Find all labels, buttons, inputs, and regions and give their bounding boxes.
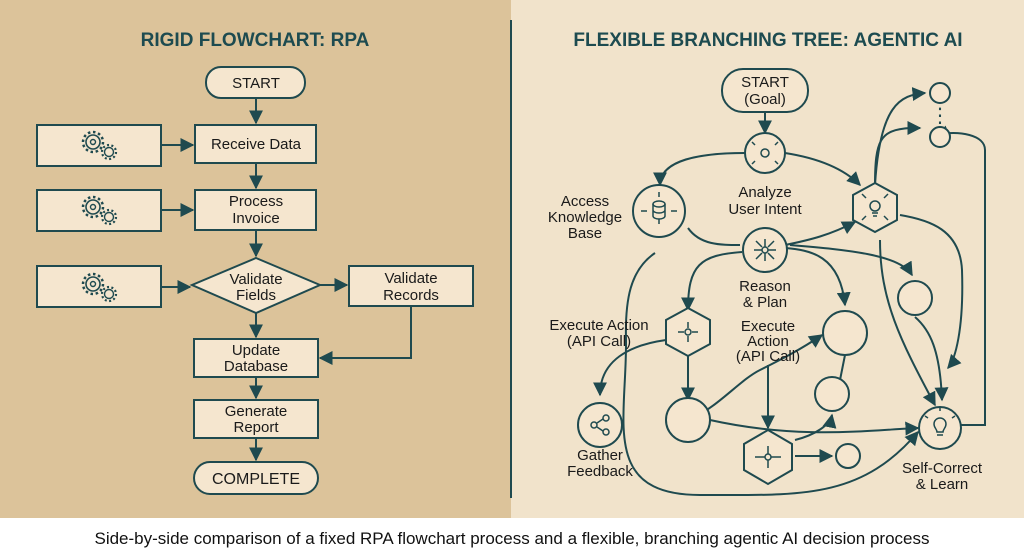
right-mid-node	[897, 280, 933, 316]
rpa-validate-fields-label-1: Validate	[229, 271, 282, 288]
rpa-update-database-label-1: Update	[232, 342, 280, 359]
execute-mid-label-2: Action	[747, 333, 789, 350]
agentic-start-label-1: START	[741, 74, 789, 91]
execute-left-label-1: Execute Action	[549, 317, 648, 334]
rpa-gear-box-2	[36, 189, 162, 232]
rpa-validate-fields-label-2: Fields	[236, 287, 276, 304]
reason-plan-label-1: Reason	[739, 278, 791, 295]
self-correct-label-2: & Learn	[916, 476, 969, 493]
rpa-start-label: START	[232, 75, 280, 92]
agentic-title: FLEXIBLE BRANCHING TREE: AGENTIC AI	[573, 30, 962, 51]
gather-feedback-label-1: Gather	[577, 447, 623, 464]
rpa-generate-report-label-2: Report	[233, 419, 279, 436]
share-icon	[590, 414, 610, 436]
rpa-receive-data-box	[194, 124, 317, 164]
rpa-update-database-label-2: Database	[224, 358, 288, 375]
execute-action-mid-node	[822, 310, 868, 356]
diagram-canvas: RIGID FLOWCHART: RPA START Receive Data	[0, 0, 1024, 518]
lightbulb-network-icon	[861, 193, 889, 221]
network-small-icon	[755, 446, 781, 468]
agentic-start-label-2: (Goal)	[744, 91, 786, 108]
agentic-start-node	[721, 68, 809, 113]
rpa-update-database-box	[193, 338, 319, 378]
execute-action-left-hex	[665, 306, 711, 358]
lightbulb-icon	[924, 408, 956, 436]
figure-caption: Side-by-side comparison of a fixed RPA f…	[94, 529, 930, 548]
branch-node-a	[814, 376, 850, 412]
analyze-intent-node	[744, 132, 786, 174]
rpa-complete-node	[193, 461, 319, 495]
branch-node-b	[835, 443, 861, 469]
feedback-mid-node	[665, 397, 711, 443]
ellipsis-icon: ⋮	[930, 105, 950, 127]
gather-feedback-label-2: Feedback	[567, 463, 633, 480]
execute-left-label-2: (API Call)	[567, 333, 631, 350]
expand-arrows-icon	[678, 322, 698, 342]
gather-feedback-node	[577, 402, 623, 448]
access-kb-label-1: Access	[561, 193, 609, 210]
database-network-icon	[641, 192, 677, 224]
access-kb-label-3: Base	[568, 225, 602, 242]
execute-mid-label-1: Execute	[741, 318, 795, 335]
analyze-label-1: Analyze	[738, 184, 791, 201]
rpa-generate-report-label-1: Generate	[225, 403, 288, 420]
central-hub-hex-node	[852, 181, 898, 234]
top-leaf-node	[929, 82, 951, 104]
access-knowledge-base-node	[632, 184, 686, 238]
network-icon	[754, 239, 776, 261]
self-correct-node	[918, 406, 962, 450]
rpa-process-invoice-box	[194, 189, 317, 231]
rpa-process-invoice-label-2: Invoice	[232, 210, 280, 227]
rpa-process-invoice-label-1: Process	[229, 193, 283, 210]
rpa-validate-records-label-2: Records	[383, 287, 439, 304]
reason-plan-node	[742, 227, 788, 273]
branch-hex-node	[743, 428, 793, 486]
rpa-validate-records-label-1: Validate	[384, 270, 437, 287]
rpa-complete-label: COMPLETE	[212, 471, 300, 488]
focus-icon	[751, 141, 779, 165]
mid-leaf-node	[929, 126, 951, 148]
execute-mid-label-3: (API Call)	[736, 348, 800, 365]
self-correct-label-1: Self-Correct	[902, 460, 983, 477]
rpa-title: RIGID FLOWCHART: RPA	[141, 30, 370, 51]
reason-plan-label-2: & Plan	[743, 294, 787, 311]
access-kb-label-2: Knowledge	[548, 209, 622, 226]
rpa-receive-data-label: Receive Data	[211, 136, 302, 153]
analyze-label-2: User Intent	[728, 201, 802, 218]
